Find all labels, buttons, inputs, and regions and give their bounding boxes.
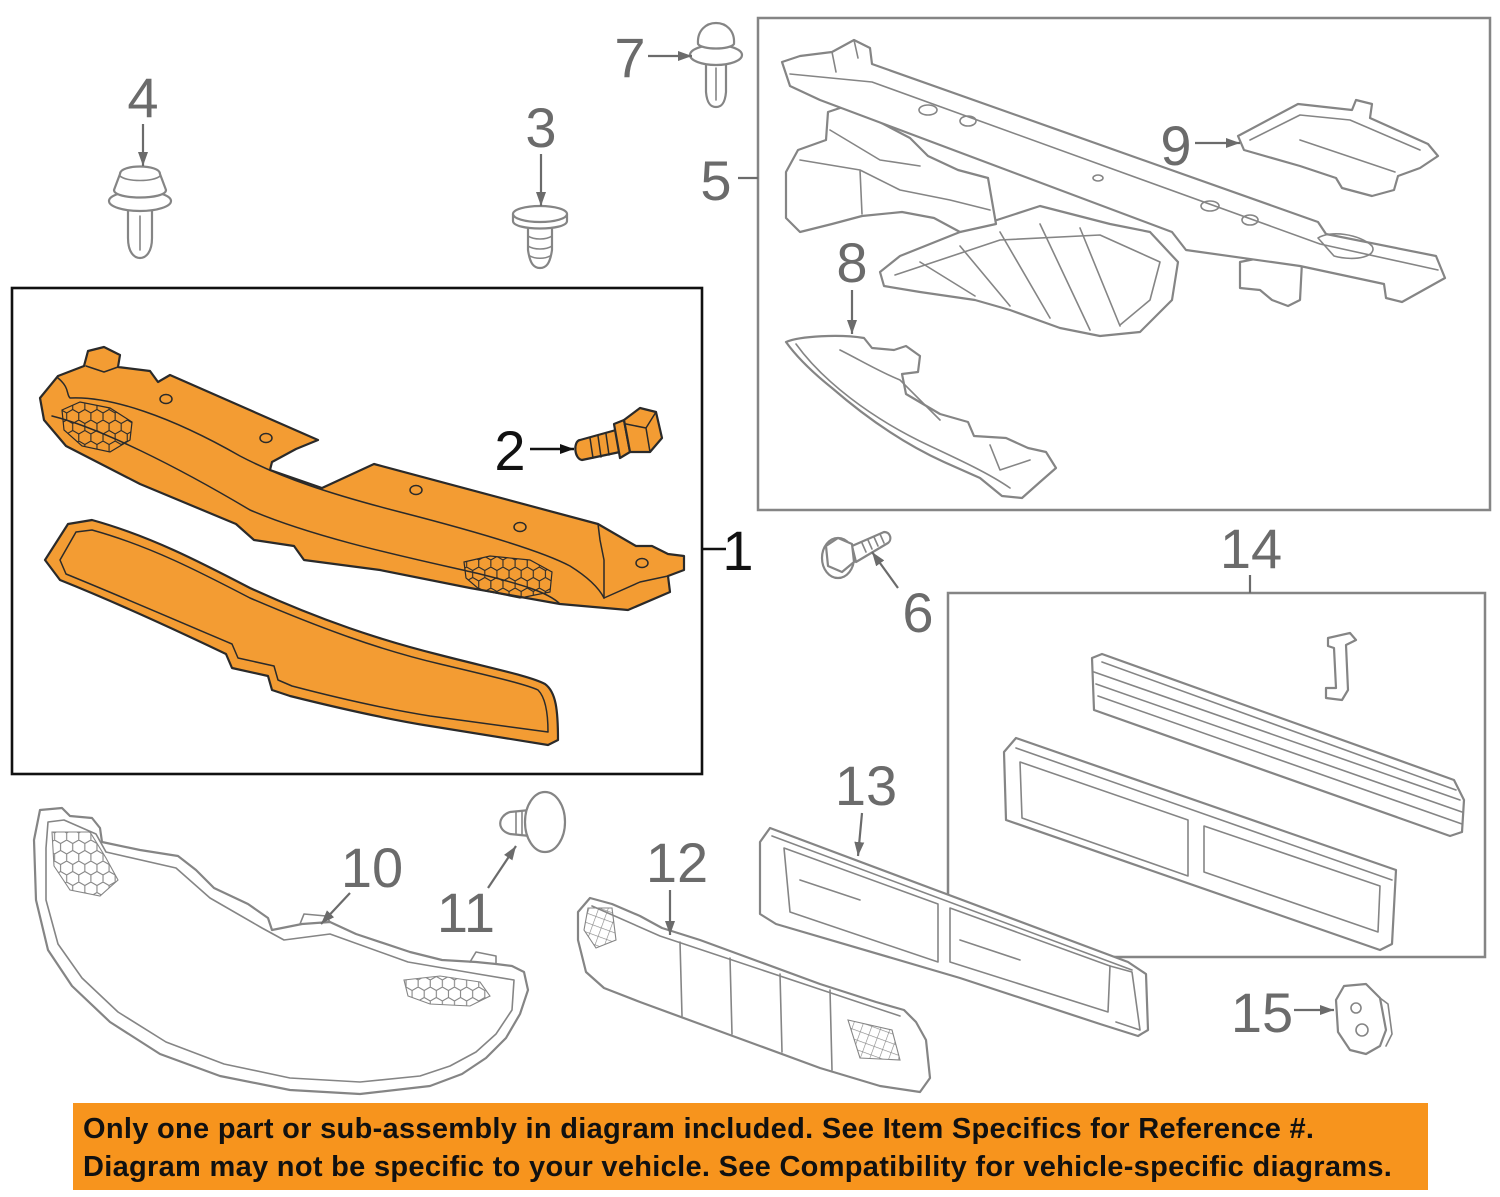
leader-10: [320, 892, 351, 925]
part-11-push-clip: [499, 790, 567, 854]
callout-3: 3: [525, 96, 556, 159]
part-4-push-clip: [107, 165, 173, 260]
callout-11: 11: [437, 881, 495, 944]
highlight-frame-box: [10, 286, 704, 776]
part-9-bracket: [1236, 98, 1440, 198]
disclaimer-line-1: Only one part or sub-assembly in diagram…: [83, 1113, 1315, 1145]
callout-5: 5: [700, 149, 731, 212]
part-7-push-clip: [688, 21, 744, 109]
part-15-nut: [1334, 982, 1393, 1056]
part-6-bolt: [820, 530, 892, 580]
mounting-hole: [409, 484, 423, 496]
part-14-frame-box: [946, 591, 1487, 959]
callout-15: 15: [1231, 981, 1293, 1044]
mounting-hole: [259, 432, 273, 444]
part-8-bracket: [784, 334, 1058, 500]
callout-10: 10: [341, 836, 403, 899]
leader-13: [854, 812, 865, 857]
mounting-hole: [635, 557, 649, 569]
disclaimer-banner: Only one part or sub-assembly in diagram…: [73, 1103, 1428, 1190]
leader-lines: [138, 51, 1334, 1015]
part-13-grille-frame: [758, 826, 1150, 1038]
callout-12: 12: [646, 831, 708, 894]
callout-9: 9: [1160, 114, 1191, 177]
part-3-push-clip: [511, 204, 569, 270]
leader-11: [487, 845, 517, 889]
callout-13: 13: [835, 754, 897, 817]
callout-7: 7: [614, 26, 645, 89]
part-1-lower-strip: [43, 518, 560, 747]
leader-6: [871, 551, 899, 589]
part-12-lower-grille: [576, 896, 932, 1094]
disclaimer-line-2: Diagram may not be specific to your vehi…: [83, 1151, 1393, 1183]
callout-numbers: 1 2 3 4 5 6 7 8 9 10 11 12 13 14 15: [127, 26, 1293, 1044]
part-14-louver: [1090, 652, 1466, 838]
part-5-radiator-support: [780, 38, 1447, 338]
part-5-frame-box: [756, 16, 1492, 512]
part-10-grille: [32, 806, 530, 1096]
callout-8: 8: [836, 231, 867, 294]
part-1-upper-bracket: [38, 345, 686, 612]
part-14-retainer: [1324, 631, 1358, 702]
callout-6: 6: [902, 581, 933, 644]
mounting-hole: [513, 521, 527, 533]
callout-14: 14: [1220, 517, 1282, 580]
callout-1: 1: [722, 519, 753, 582]
part-14-shutter-assembly: [1002, 631, 1466, 952]
part-2-bolt: [574, 406, 664, 462]
callout-2: 2: [494, 419, 525, 482]
callout-4: 4: [127, 66, 158, 129]
mounting-hole: [159, 393, 173, 405]
